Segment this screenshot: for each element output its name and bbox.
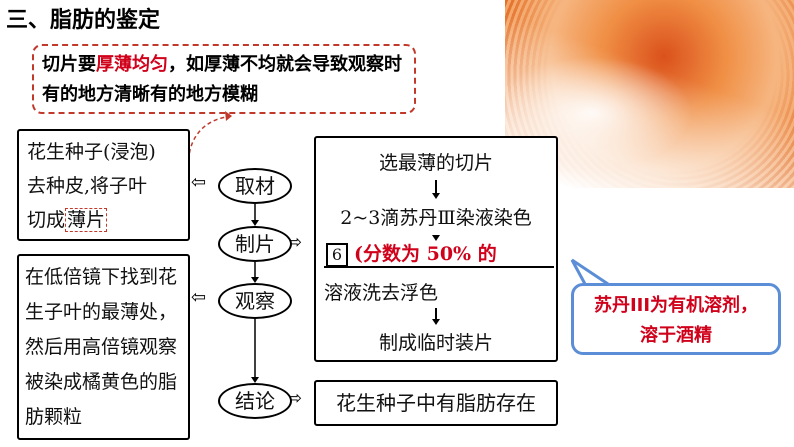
step-number-badge: 6 bbox=[326, 243, 348, 267]
down-arrow-icon bbox=[432, 308, 440, 325]
hollow-arrow-left-icon: ⇦ bbox=[191, 287, 207, 308]
note-prefix: 切片要 bbox=[42, 54, 96, 75]
step-take-material: 取材 bbox=[218, 168, 292, 204]
hollow-arrow-left-icon: ⇦ bbox=[191, 172, 207, 193]
procedure-step2: 2~3滴苏丹Ⅲ染液染色 bbox=[340, 207, 532, 229]
material-line2: 去种皮,将子叶 bbox=[27, 175, 148, 197]
procedure-step5: 制成临时装片 bbox=[378, 332, 493, 354]
callout-line2: 溶于酒精 bbox=[640, 325, 712, 346]
step-make-slide: 制片 bbox=[218, 226, 292, 262]
material-line3: 切成薄片 bbox=[27, 208, 108, 232]
step-observe: 观察 bbox=[218, 283, 292, 319]
thickness-note: 切片要厚薄均匀，如厚薄不均就会导致观察时有的地方清晰有的地方模糊 bbox=[32, 44, 416, 114]
procedure-step3: 6 (分数为 50% 的 bbox=[326, 239, 497, 267]
divider-line bbox=[324, 266, 554, 268]
down-arrow-icon bbox=[432, 180, 440, 199]
procedure-box: 选最薄的切片 2~3滴苏丹Ⅲ染液染色 6 (分数为 50% 的 溶液洗去浮色 制成… bbox=[314, 136, 558, 362]
thin-slice-highlight: 薄片 bbox=[65, 208, 108, 232]
material-line1: 花生种子(浸泡) bbox=[27, 141, 156, 163]
section-title: 三、脂肪的鉴定 bbox=[6, 8, 161, 33]
sudan-callout: 苏丹III为有机溶剂， 溶于酒精 bbox=[571, 283, 781, 355]
procedure-step1: 选最薄的切片 bbox=[378, 152, 493, 174]
note-highlight: 厚薄均匀 bbox=[96, 54, 168, 75]
observation-box: 在低倍镜下找到花生子叶的最薄处，然后用高倍镜观察被染成橘黄色的脂肪颗粒 bbox=[17, 254, 190, 440]
conclusion-box: 花生种子中有脂肪存在 bbox=[314, 380, 558, 426]
alcohol-concentration-text: (分数为 50% 的 bbox=[354, 243, 497, 265]
procedure-step4: 溶液洗去浮色 bbox=[323, 282, 438, 304]
callout-line1: 苏丹III为有机溶剂， bbox=[593, 295, 759, 316]
material-box: 花生种子(浸泡) 去种皮,将子叶 切成薄片 bbox=[17, 129, 190, 241]
step-conclusion: 结论 bbox=[218, 383, 292, 419]
note-suffix: ，如厚薄不均就会导致观察时有的地方清晰有的地方模糊 bbox=[42, 54, 402, 105]
